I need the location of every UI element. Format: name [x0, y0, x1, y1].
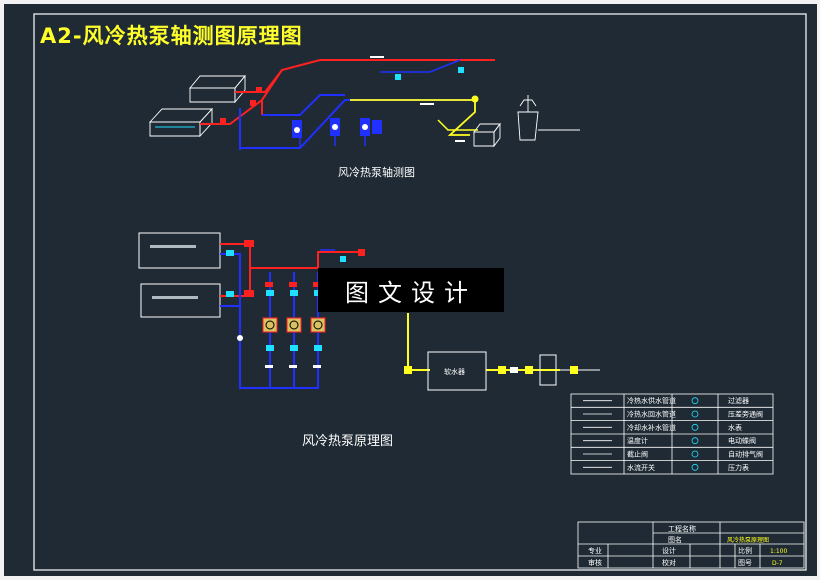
- watermark-banner: 图文设计: [318, 268, 504, 312]
- sheet-value: D-7: [772, 560, 783, 567]
- legend-desc-right: 压力表: [728, 463, 749, 472]
- expansion-tank-iso: [517, 95, 580, 141]
- pump-group-schematic: [262, 317, 326, 333]
- makeup-pipe-iso: [350, 99, 476, 136]
- schematic-diagram: [138, 232, 600, 391]
- drawing-label: 图名: [668, 535, 682, 544]
- scale-value: 1:100: [770, 548, 787, 555]
- legend-symbol-right: [691, 397, 699, 405]
- designer-label: 设计: [662, 546, 676, 555]
- legend-desc-left: 冷热水供水管道: [627, 396, 676, 405]
- schematic-caption: 风冷热泵原理图: [302, 434, 394, 449]
- checker-label: 校对: [662, 558, 676, 567]
- pump-group-iso: [292, 118, 382, 148]
- project-label: 工程名称: [668, 524, 696, 533]
- softener-box: [427, 351, 487, 391]
- legend-desc-left: 冷却水补水管道: [627, 423, 676, 432]
- sheet-label: 图号: [738, 559, 752, 567]
- legend-desc-right: 自动排气阀: [728, 450, 763, 459]
- legend-desc-right: 电动蝶阀: [728, 436, 756, 445]
- legend-desc-left: 水流开关: [627, 463, 655, 472]
- legend-desc-right: 过滤器: [728, 396, 749, 405]
- legend-table: [570, 393, 774, 475]
- legend-desc-right: 压差旁通阀: [728, 410, 763, 419]
- isometric-diagram: [148, 56, 580, 150]
- legend-symbol-right: [691, 410, 699, 418]
- isometric-caption: 风冷热泵轴测图: [338, 166, 415, 179]
- drawing-frame: [33, 13, 807, 571]
- scale-label: 比例: [738, 546, 752, 555]
- legend-symbol-right: [691, 463, 699, 471]
- reviewer-label: 审核: [588, 558, 602, 567]
- page-title: A2-风冷热泵轴测图原理图: [40, 24, 303, 48]
- tank-schematic: [539, 354, 557, 386]
- legend-symbol-right: [691, 423, 699, 431]
- drafter-label: 专业: [588, 546, 602, 555]
- heat-pump-unit-2: [140, 283, 221, 318]
- legend-symbol-right: [691, 450, 699, 458]
- softener-iso: [473, 122, 501, 148]
- legend-symbol-right: [691, 437, 699, 445]
- legend-desc-left: 温度计: [627, 436, 648, 445]
- legend-desc-left: 冷热水回水管道: [627, 410, 676, 419]
- legend-desc-right: 水表: [728, 423, 742, 432]
- drawing-name: 风冷热泵原理图: [727, 536, 769, 544]
- heat-pump-unit-1: [138, 232, 221, 269]
- softener-label: 软水器: [444, 367, 465, 376]
- legend-desc-left: 截止阀: [627, 450, 648, 459]
- title-block: [577, 521, 805, 569]
- heat-pump-unit-upper: [189, 74, 246, 104]
